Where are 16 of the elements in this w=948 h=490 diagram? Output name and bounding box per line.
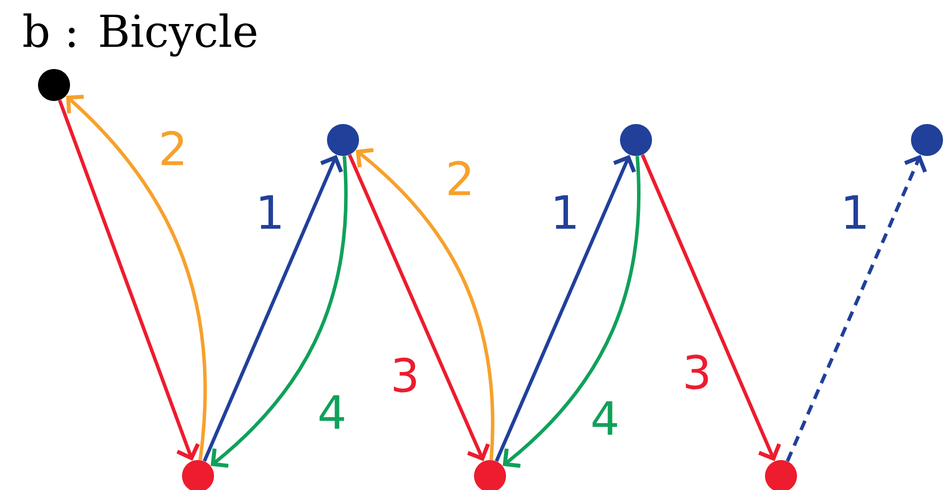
dot (38, 69, 70, 101)
title: b : Bicycle (23, 13, 256, 57)
dot (911, 124, 943, 156)
edge-label: 1 (555, 195, 576, 229)
dot (620, 124, 652, 156)
arrow (786, 154, 927, 462)
edge-label: 2 (162, 130, 184, 166)
dot (327, 124, 359, 156)
edge-label: 1 (260, 195, 280, 229)
edge-label: 1 (845, 195, 866, 229)
edge-label: 4 (592, 401, 618, 435)
edge-label: 3 (686, 354, 708, 390)
edge-label: 3 (394, 358, 416, 392)
edge-label: 4 (320, 395, 344, 429)
arrow (640, 154, 782, 462)
edge-label: 2 (448, 160, 470, 196)
